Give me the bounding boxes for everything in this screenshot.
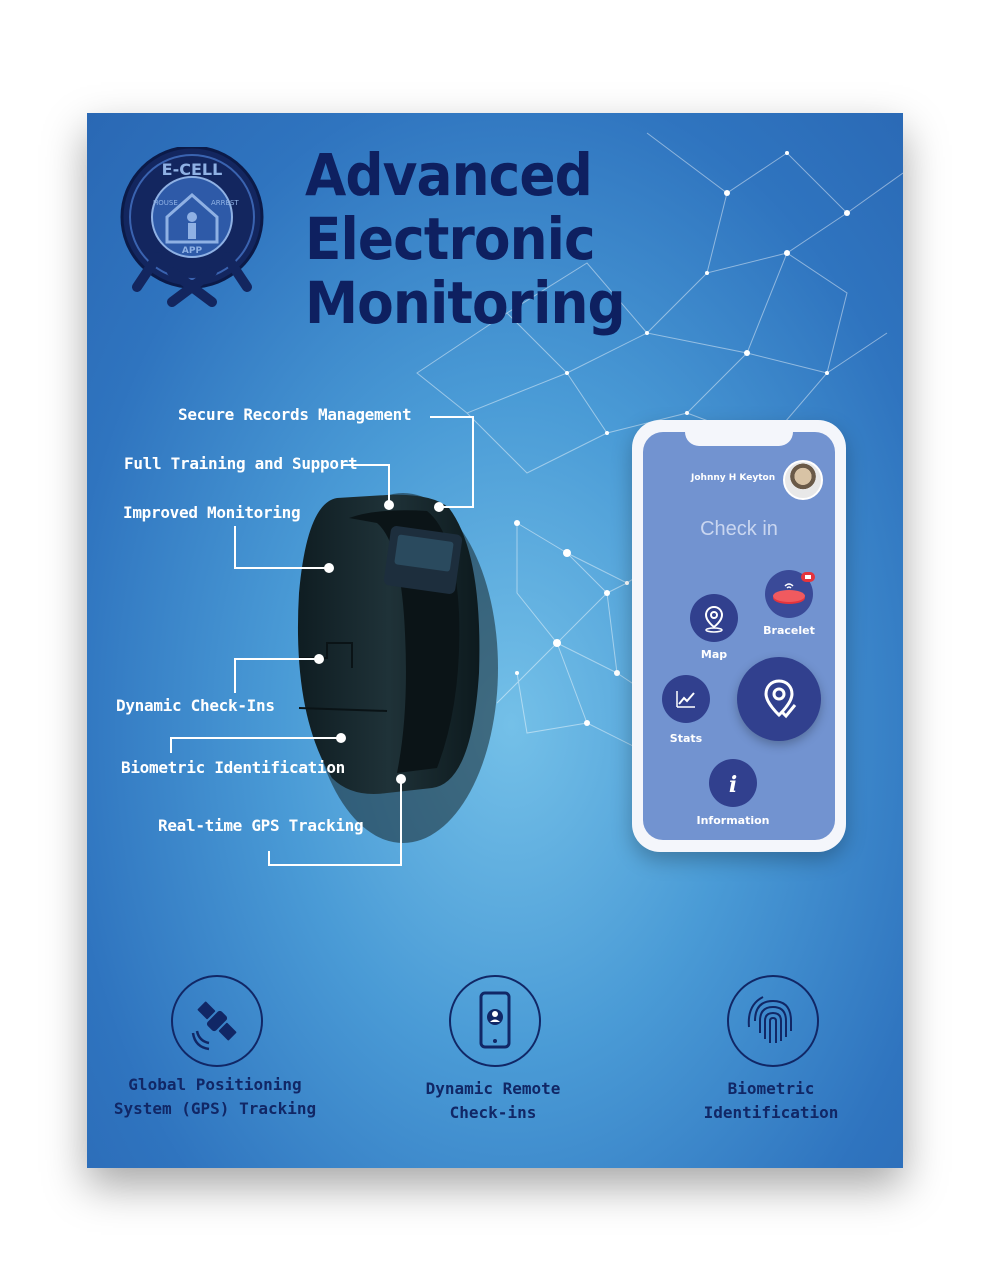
logo-ring-left: HOUSE [153,199,178,207]
bracelet-icon [773,583,805,604]
fingerprint-feature-circle [727,975,819,1067]
phone-screen: Johnny H Keyton Check in Bracelet [643,432,835,840]
map-button[interactable] [690,594,738,642]
callout-secure-records: Secure Records Management [178,405,412,424]
title-line-3: Monitoring [305,269,626,337]
phone-feature-circle [449,975,541,1067]
location-check-icon [764,679,797,719]
ecell-logo: E-CELL HOUSE ARREST APP [120,147,264,307]
callout-improved-monitoring: Improved Monitoring [123,503,301,522]
bracelet-button[interactable] [765,570,815,618]
information-button[interactable]: i [709,759,757,807]
phone-mockup: Johnny H Keyton Check in Bracelet [632,420,846,852]
feature-remote-checkins: Dynamic Remote Check-ins [383,1077,603,1125]
phone-notch [685,432,793,446]
battery-icon [801,572,815,582]
logo-title: E-CELL [162,160,223,179]
feature-biometric: Biometric Identification [661,1077,881,1125]
map-pin-icon [704,605,724,633]
svg-text:i: i [729,772,737,798]
stats-chart-icon [676,691,695,708]
title-line-2: Electronic [305,205,596,273]
stats-button[interactable] [662,675,710,723]
feature-remote-line2: Check-ins [449,1103,537,1122]
user-name: Johnny H Keyton [691,473,776,483]
callout-dynamic-checkins: Dynamic Check-Ins [116,696,275,715]
poster: E-CELL HOUSE ARREST APP Advanced Electro… [87,113,903,1168]
feature-remote-line1: Dynamic Remote [425,1079,561,1098]
avatar[interactable] [783,460,823,500]
feature-biometric-line2: Identification [703,1103,839,1122]
satellite-feature-circle [171,975,263,1067]
info-icon: i [729,772,737,798]
fingerprint-icon [747,996,792,1043]
feature-gps: Global Positioning System (GPS) Tracking [105,1073,325,1121]
callout-gps-tracking: Real-time GPS Tracking [158,816,364,835]
feature-biometric-line1: Biometric [727,1079,815,1098]
map-label: Map [700,648,728,661]
bracelet-label: Bracelet [763,624,815,637]
logo-bottom-text: APP [182,246,203,256]
satellite-icon [191,1001,237,1051]
checkin-button[interactable] [737,657,821,741]
callout-training-support: Full Training and Support [124,454,358,473]
phone-icon [479,991,511,1049]
feature-gps-line2: System (GPS) Tracking [113,1099,317,1118]
information-label: Information [696,814,770,827]
title-line-1: Advanced [305,141,593,209]
checkin-heading: Check in [700,518,778,540]
page-title: Advanced Electronic Monitoring [305,141,626,337]
feature-gps-line1: Global Positioning [128,1075,302,1094]
logo-ring-right: ARREST [211,199,239,207]
callout-biometric-id: Biometric Identification [121,758,345,777]
stats-label: Stats [669,732,703,745]
bracelet-illustration [170,416,498,866]
